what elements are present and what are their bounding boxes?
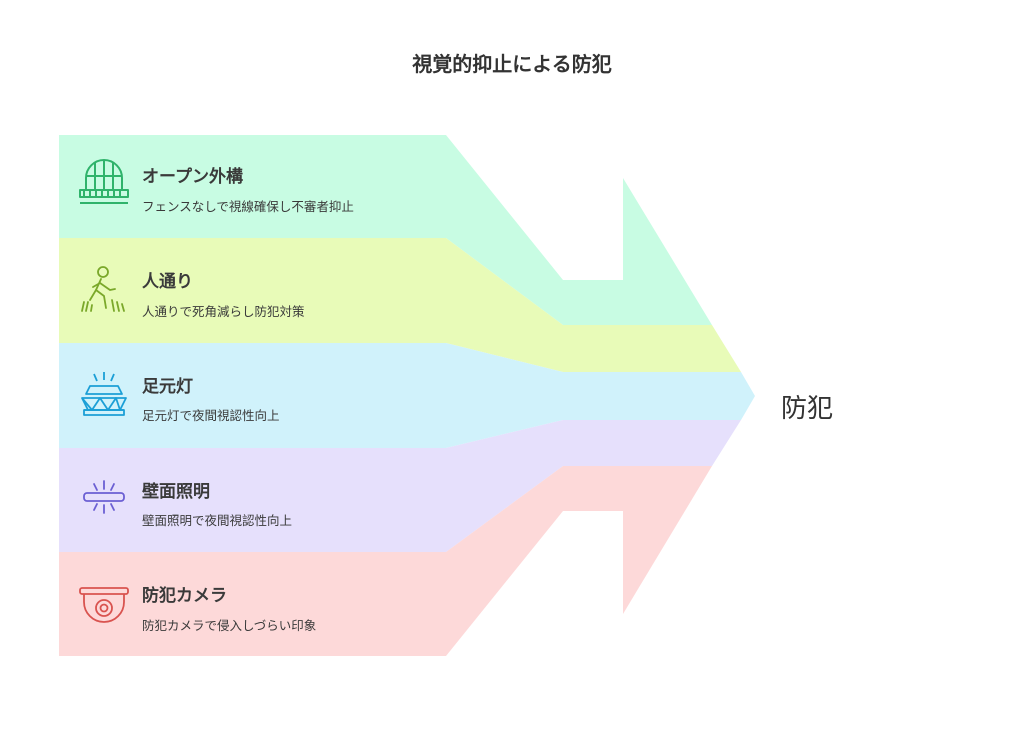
row-title-open-exterior: オープン外構: [142, 167, 243, 187]
wall-light-icon: [83, 480, 125, 514]
band-security-camera: [59, 466, 712, 656]
target-label: 防犯: [781, 394, 834, 424]
row-desc-foot-light: 足元灯で夜間視認性向上: [142, 408, 280, 423]
row-desc-foot-traffic: 人通りで死角減らし防犯対策: [142, 304, 305, 319]
row-desc-open-exterior: フェンスなしで視線確保し不審者抑止: [142, 199, 354, 214]
band-open-exterior: [59, 135, 712, 325]
row-title-security-camera: 防犯カメラ: [142, 586, 227, 606]
security-camera-icon: [79, 587, 129, 623]
row-desc-security-camera: 防犯カメラで侵入しづらい印象: [142, 618, 317, 633]
walking-person-icon: [81, 266, 125, 312]
gate-icon: [79, 159, 129, 204]
row-title-foot-light: 足元灯: [142, 377, 193, 397]
band-wall-light: [59, 420, 741, 552]
row-desc-wall-light: 壁面照明で夜間視認性向上: [142, 513, 293, 528]
row-title-foot-traffic: 人通り: [142, 272, 193, 292]
band-foot-light: [59, 343, 755, 448]
ground-light-icon: [81, 372, 127, 416]
diagram-title: 視覚的抑止による防犯: [412, 52, 612, 76]
row-title-wall-light: 壁面照明: [142, 482, 210, 502]
band-foot-traffic: [59, 238, 741, 372]
